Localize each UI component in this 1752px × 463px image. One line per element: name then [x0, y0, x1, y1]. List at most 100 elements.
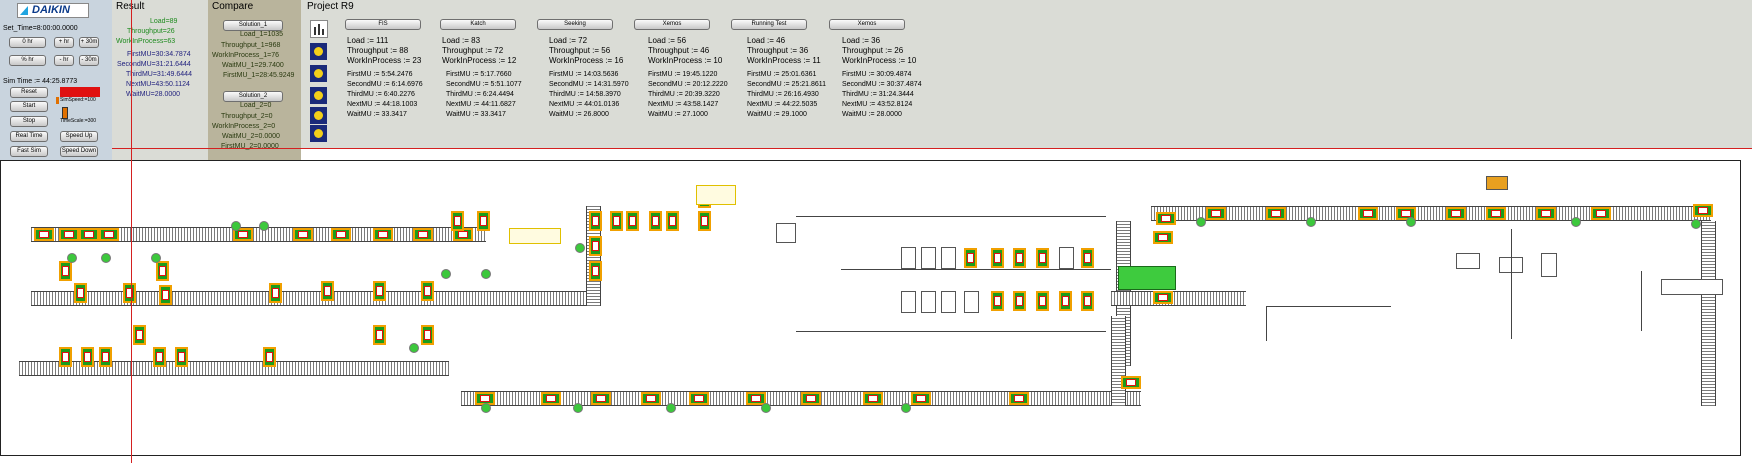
station-status-icon[interactable]: [310, 87, 327, 104]
work-unit: [541, 392, 561, 405]
solution-2-button[interactable]: Solution_2: [223, 91, 283, 102]
station-first-mu: FirstMU := 5:17.7660: [446, 71, 512, 78]
equipment-outline: [1456, 253, 1480, 269]
time-button-percent-hr[interactable]: % hr: [9, 55, 46, 66]
compare-load-2: Load_2=0: [240, 102, 272, 109]
work-unit: [1013, 291, 1026, 311]
sim-time-label: Sim Time := 44:25.8773: [3, 78, 78, 85]
station-third-mu: ThirdMU := 14:58.3970: [549, 91, 621, 98]
chart-icon[interactable]: [310, 20, 328, 38]
station-next-mu: NextMU := 44:11.6827: [446, 101, 516, 108]
work-unit: [1446, 207, 1466, 220]
station-second-mu: SecondMU := 25:21.8611: [747, 81, 827, 88]
operator-marker: [1196, 217, 1206, 227]
conveyor-vertical: [586, 206, 601, 306]
compare-wait-2: WaitMU_2=0.0000: [222, 133, 280, 140]
station-status-icon[interactable]: [310, 65, 327, 82]
result-first-mu: FirstMU=30:34.7874: [127, 51, 191, 58]
station-wip: WorkInProcess := 11: [747, 56, 821, 65]
real-time-button[interactable]: Real Time: [10, 131, 48, 142]
daikin-logo-text: DAIKIN: [32, 4, 70, 16]
conveyor: [1111, 291, 1246, 306]
operator-marker: [1691, 219, 1701, 229]
work-unit: [689, 392, 709, 405]
time-button-plus-hr[interactable]: + hr: [54, 37, 74, 48]
conveyor: [31, 291, 601, 306]
rack-slot: [901, 247, 916, 269]
orange-machine: [1486, 176, 1508, 190]
station-status-icon[interactable]: [310, 125, 327, 142]
rack-slot: [1059, 247, 1074, 269]
station-third-mu: ThirdMU := 20:39.3220: [648, 91, 720, 98]
conveyor: [19, 361, 449, 376]
time-button-minus-hr[interactable]: - hr: [54, 55, 74, 66]
plant-layout-canvas[interactable]: [0, 160, 1741, 456]
operator-marker: [1406, 217, 1416, 227]
time-cursor-line: [131, 0, 132, 463]
station-column: Xemos Load := 56 Throughput := 46 WorkIn…: [634, 0, 728, 148]
work-unit: [1693, 204, 1713, 217]
time-button-plus-30m[interactable]: + 30m: [79, 37, 99, 48]
station-third-mu: ThirdMU := 26:16.4930: [747, 91, 819, 98]
station-button[interactable]: FIS: [345, 19, 421, 30]
station-first-mu: FirstMU := 30:09.4874: [842, 71, 912, 78]
station-second-mu: SecondMU := 5:51.1077: [446, 81, 522, 88]
work-unit: [1486, 207, 1506, 220]
reset-button[interactable]: Reset: [10, 87, 48, 98]
station-button[interactable]: Xemos: [829, 19, 905, 30]
work-unit: [1036, 248, 1049, 268]
result-load: Load=89: [150, 18, 178, 25]
work-unit: [1153, 231, 1173, 244]
speed-down-button[interactable]: Speed Down: [60, 146, 98, 157]
station-wip: WorkInProcess := 12: [442, 56, 517, 65]
time-button-0hr[interactable]: 0 hr: [9, 37, 46, 48]
time-button-minus-30m[interactable]: - 30m: [79, 55, 99, 66]
result-next-mu: NextMU=43:50.1124: [126, 81, 190, 88]
operator-marker: [666, 403, 676, 413]
station-column: FIS Load := 111 Throughput := 88 WorkInP…: [345, 0, 435, 148]
work-unit: [591, 392, 611, 405]
compare-first-2: FirstMU_2=0.0000: [221, 143, 279, 150]
station-throughput: Throughput := 36: [747, 46, 809, 55]
station-column: Xemos Load := 36 Throughput := 26 WorkIn…: [829, 0, 922, 148]
station-load: Load := 46: [747, 36, 786, 45]
station-second-mu: SecondMU := 6:14.6976: [347, 81, 423, 88]
station-second-mu: SecondMU := 20:12.2220: [648, 81, 728, 88]
station-wip: WorkInProcess := 16: [549, 56, 624, 65]
work-unit: [233, 228, 253, 241]
station-status-icon[interactable]: [310, 43, 327, 60]
work-unit: [373, 325, 386, 345]
station-next-mu: NextMU := 44:22.5035: [747, 101, 818, 108]
station-third-mu: ThirdMU := 6:24.4494: [446, 91, 514, 98]
station-button[interactable]: Running Test: [731, 19, 807, 30]
fast-sim-button[interactable]: Fast Sim: [10, 146, 48, 157]
time-scale-slider[interactable]: [62, 107, 68, 119]
start-button[interactable]: Start: [10, 101, 48, 112]
solution-1-button[interactable]: Solution_1: [223, 20, 283, 31]
work-unit: [263, 347, 276, 367]
sim-speed-slider[interactable]: [56, 97, 59, 104]
work-unit: [649, 211, 662, 231]
operator-marker: [441, 269, 451, 279]
station-status-icon[interactable]: [310, 107, 327, 124]
wall-line: [841, 269, 1111, 270]
work-unit: [589, 211, 602, 231]
work-unit: [1591, 207, 1611, 220]
station-button[interactable]: Xemos: [634, 19, 710, 30]
work-unit: [666, 211, 679, 231]
station-second-mu: SecondMU := 30:37.4874: [842, 81, 922, 88]
chart-icon-bar: [314, 27, 316, 35]
speed-up-button[interactable]: Speed Up: [60, 131, 98, 142]
stop-button[interactable]: Stop: [10, 116, 48, 127]
compare-load-1: Load_1=1035: [240, 31, 284, 38]
station-button[interactable]: Katch: [440, 19, 516, 30]
compare-wait-1: WaitMU_1=29.7400: [222, 62, 284, 69]
result-throughput: Throughput=26: [127, 28, 175, 35]
station-throughput: Throughput := 56: [549, 46, 611, 55]
control-panel: DAIKIN Set_Time=8:00:00.0000 0 hr + hr +…: [0, 0, 112, 160]
conveyor-vertical: [1701, 221, 1716, 406]
work-unit: [34, 228, 54, 241]
station-button[interactable]: Seeking: [537, 19, 613, 30]
work-unit: [74, 283, 87, 303]
wall-line: [796, 331, 1106, 332]
